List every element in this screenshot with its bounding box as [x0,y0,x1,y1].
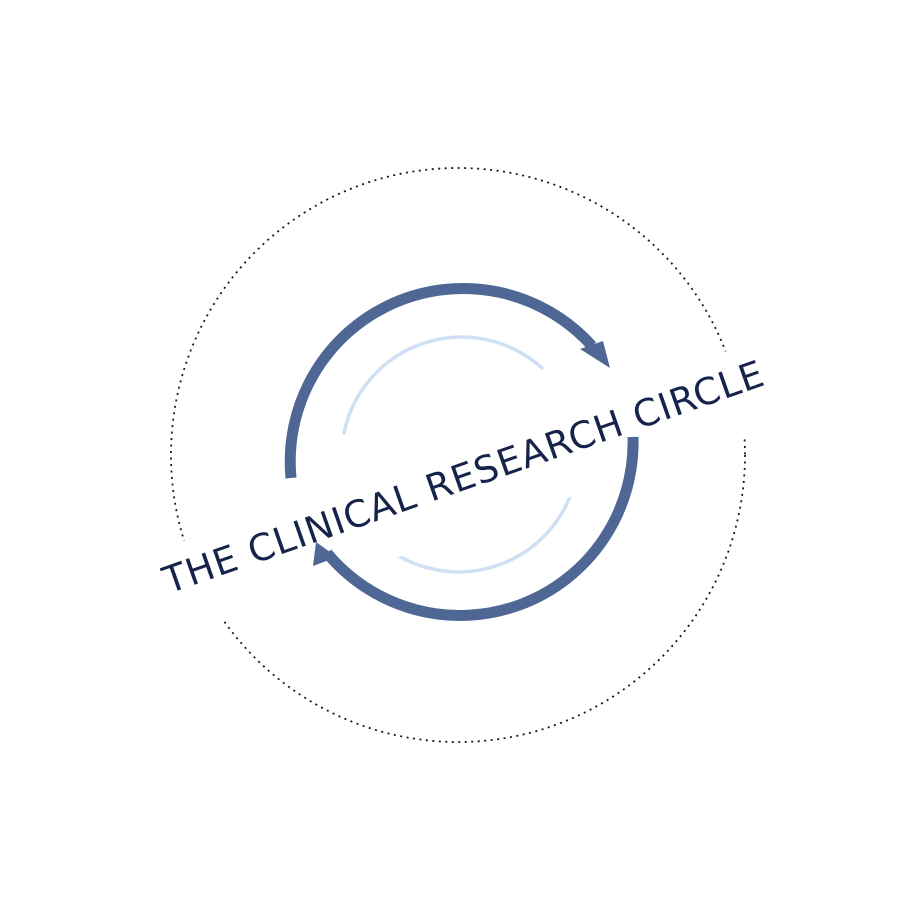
inner-ring-arc-top [342,335,544,435]
logo-wordmark: THE CLINICAL RESEARCH CIRCLE [157,352,771,602]
cycle-arrow-bottom-arc [322,436,639,621]
cycle-arrow-top-arc [284,283,597,479]
cycle-arrow-bottom-head [313,542,337,566]
outer-dotted-ring [170,167,746,743]
inner-ring [342,335,580,574]
cycle-arrow-top-head [580,341,610,368]
cycle-arrows [284,283,639,621]
inner-ring-arc-bottom [373,462,580,574]
